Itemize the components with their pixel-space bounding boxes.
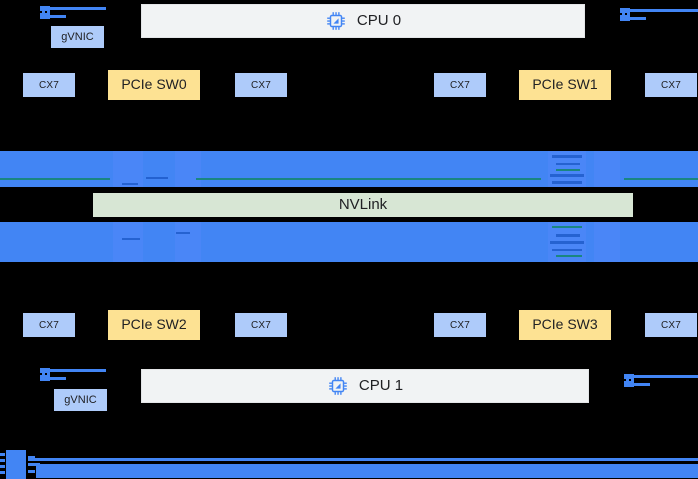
network-fabric-line xyxy=(28,458,698,461)
network-card-icon xyxy=(40,6,106,19)
nvlink-trace xyxy=(550,174,584,177)
nvlink-bar: NVLink xyxy=(93,193,633,217)
nvlink-trace xyxy=(552,226,582,228)
link-trace xyxy=(122,238,140,240)
pcie-switch-0: PCIe SW0 xyxy=(108,70,200,100)
cx7-nic-5: CX7 xyxy=(235,313,287,337)
cx7-nic-1: CX7 xyxy=(235,73,287,97)
network-fabric-bar xyxy=(36,464,698,478)
nvlink-trace xyxy=(556,163,580,165)
nvlink-trace xyxy=(552,155,582,158)
pcie-switch-1: PCIe SW1 xyxy=(519,70,611,100)
cpu1-box: CPU 1 xyxy=(141,369,589,403)
gpu-block xyxy=(175,222,201,262)
link-trace xyxy=(624,178,698,180)
cpu1-label: CPU 1 xyxy=(358,376,404,394)
nvlink-trace xyxy=(550,241,584,244)
nvlink-trace xyxy=(552,181,582,184)
cx7-nic-6: CX7 xyxy=(434,313,486,337)
network-switch-icon xyxy=(0,450,40,479)
network-card-icon xyxy=(620,8,698,21)
gvnic-label-top-left: gVNIC xyxy=(51,26,104,48)
gpu-block xyxy=(113,222,143,262)
cpu-chip-icon xyxy=(327,12,345,30)
link-trace xyxy=(146,177,168,179)
nvlink-trace xyxy=(556,234,580,237)
gpu-block xyxy=(594,151,620,187)
cx7-nic-2: CX7 xyxy=(434,73,486,97)
cx7-nic-3: CX7 xyxy=(645,73,697,97)
gpu-block xyxy=(175,151,201,187)
cx7-nic-7: CX7 xyxy=(645,313,697,337)
pcie-switch-3: PCIe SW3 xyxy=(519,310,611,340)
nvlink-trace xyxy=(556,255,582,257)
cx7-nic-4: CX7 xyxy=(23,313,75,337)
network-card-icon xyxy=(624,374,698,387)
gpu-block xyxy=(113,151,143,187)
nvlink-trace xyxy=(556,169,580,171)
nvlink-trace xyxy=(552,249,582,251)
link-trace xyxy=(196,178,541,180)
cx7-nic-0: CX7 xyxy=(23,73,75,97)
gpu-block xyxy=(594,222,620,262)
cpu0-box: CPU 0 xyxy=(141,4,585,38)
cpu-chip-icon xyxy=(329,377,347,395)
gvnic-label-bottom-left: gVNIC xyxy=(54,389,107,411)
link-trace xyxy=(122,183,138,185)
link-trace xyxy=(176,232,190,234)
link-trace xyxy=(0,178,110,180)
network-card-icon xyxy=(40,368,106,381)
cpu0-label: CPU 0 xyxy=(356,11,402,29)
pcie-switch-2: PCIe SW2 xyxy=(108,310,200,340)
